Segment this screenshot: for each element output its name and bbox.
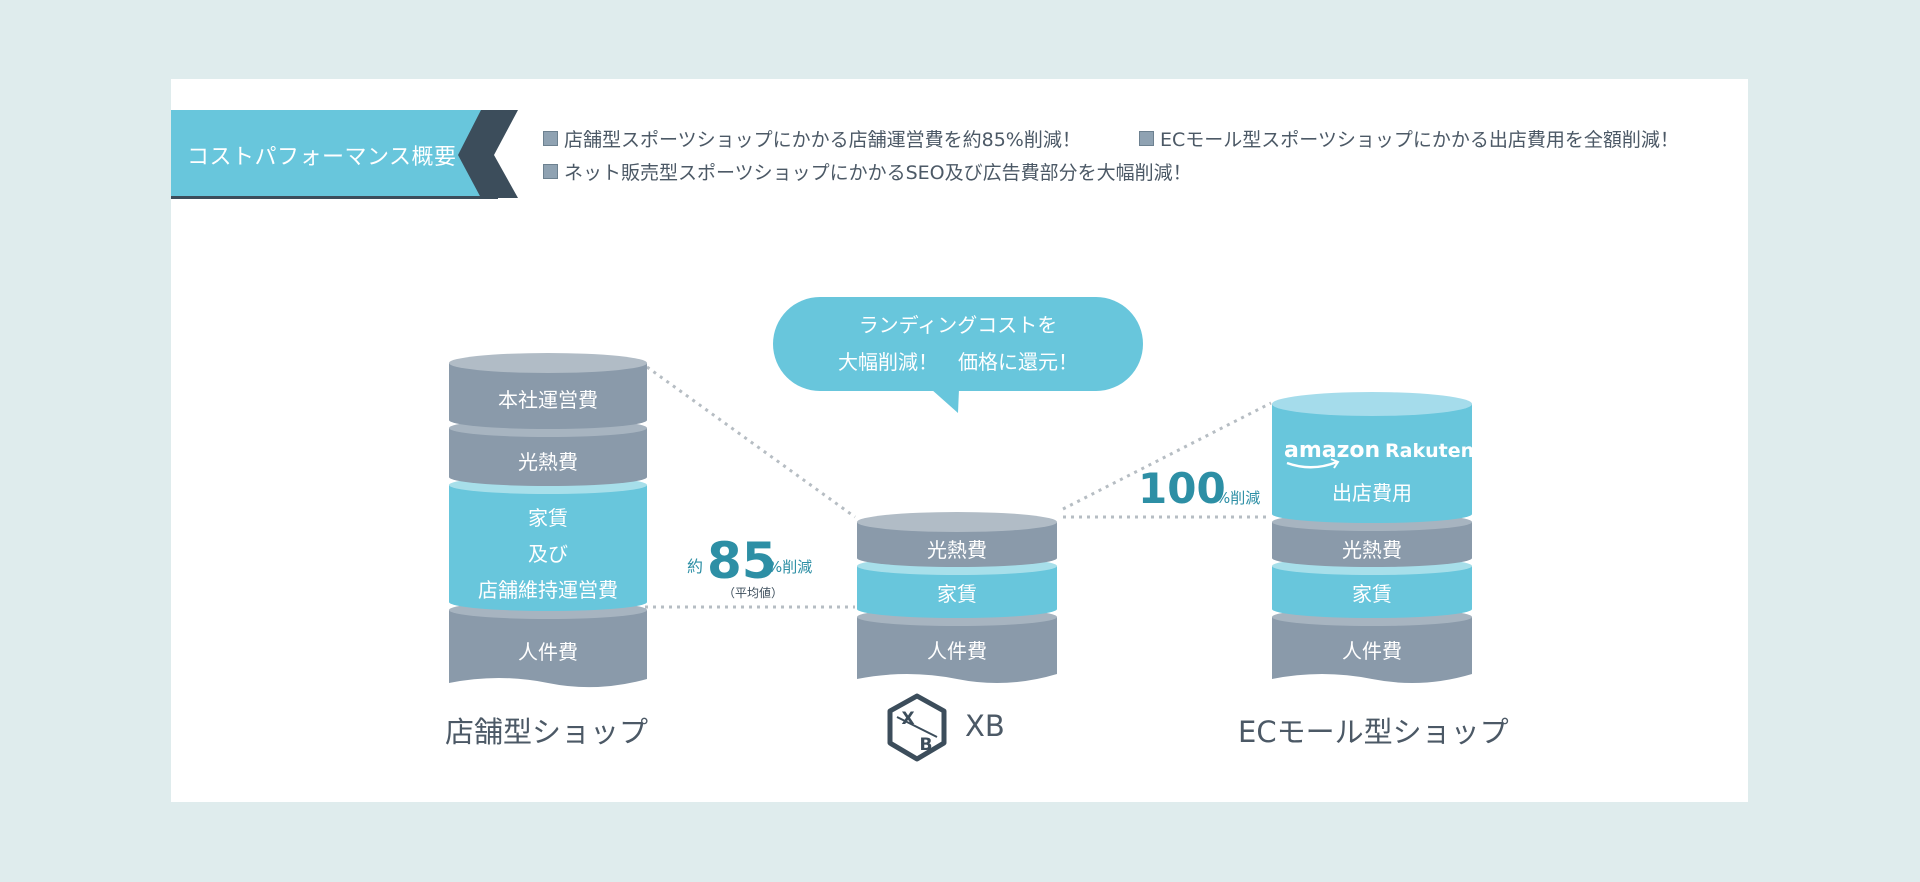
connector-lines bbox=[645, 365, 1272, 609]
bullet-text: ECモール型スポーツショップにかかる出店費用を全額削減！ bbox=[1160, 129, 1679, 151]
layer-label: 家賃 bbox=[528, 506, 568, 530]
square-bullet-icon bbox=[543, 131, 558, 146]
store-stack: 本社運営費 光熱費 家賃 及び 店舗維持運営費 人件費 bbox=[449, 353, 647, 688]
stat-unit: %削減 bbox=[1216, 489, 1260, 507]
banner-title: コストパフォーマンス概要 bbox=[187, 145, 457, 170]
layer-label: 家賃 bbox=[1352, 582, 1392, 606]
bullet-item: ネット販売型スポーツショップにかかるSEO及び広告費部分を大幅削減！ bbox=[543, 158, 1192, 185]
square-bullet-icon bbox=[1139, 131, 1154, 146]
stat-unit: %削減 bbox=[768, 558, 812, 576]
logo-letter: X bbox=[901, 709, 914, 729]
rakuten-logo: Rakuten bbox=[1385, 440, 1474, 462]
layer-label: 人件費 bbox=[927, 639, 987, 663]
layer-label: 出店費用 bbox=[1332, 481, 1412, 505]
stat-note: （平均値） bbox=[723, 585, 783, 600]
layer-label: 光熱費 bbox=[1342, 538, 1402, 562]
amazon-smile-icon bbox=[1286, 460, 1338, 469]
xb-label: XB bbox=[965, 709, 1005, 743]
stat-number: 85 bbox=[707, 532, 777, 590]
layer-labor bbox=[449, 610, 647, 688]
banner-shape bbox=[171, 110, 518, 199]
layer-label: 人件費 bbox=[518, 640, 578, 664]
layer-label: 光熱費 bbox=[927, 538, 987, 562]
bubble-line-1: ランディングコストを bbox=[859, 313, 1058, 337]
section-banner: コストパフォーマンス概要 bbox=[171, 110, 518, 200]
logo-letter: B bbox=[920, 735, 933, 755]
store-shop-label: 店舗型ショップ bbox=[445, 715, 649, 749]
connector-line bbox=[646, 365, 856, 519]
bullet-text: ネット販売型スポーツショップにかかるSEO及び広告費部分を大幅削減！ bbox=[564, 162, 1192, 184]
connector-line bbox=[1062, 401, 1272, 511]
layer-labor bbox=[1272, 617, 1472, 683]
content-card: コストパフォーマンス概要 店舗型スポーツショップにかかる店舗運営費を約85%削減… bbox=[171, 79, 1748, 802]
layer-labor bbox=[857, 617, 1057, 683]
stat-number: 100 bbox=[1138, 464, 1226, 513]
stat-100: 100 %削減 bbox=[1138, 464, 1260, 513]
layer-label: 家賃 bbox=[937, 582, 977, 606]
layer-rent bbox=[449, 485, 647, 602]
speech-bubble: ランディングコストを 大幅削減！ 価格に還元！ bbox=[773, 297, 1143, 413]
layer-label: 人件費 bbox=[1342, 639, 1402, 663]
stat-prefix: 約 bbox=[687, 557, 703, 576]
layer-store-fee bbox=[1272, 404, 1472, 514]
ec-shop-label: ECモール型ショップ bbox=[1238, 715, 1509, 749]
xb-logo-icon: X B bbox=[887, 693, 947, 762]
layer-label: 本社運営費 bbox=[498, 388, 598, 412]
ec-stack: amazon Rakuten 出店費用 光熱費 家賃 人件費 bbox=[1272, 392, 1474, 683]
bubble-line-2: 大幅削減！ 価格に還元！ bbox=[838, 350, 1078, 374]
bullet-text: 店舗型スポーツショップにかかる店舗運営費を約85%削減！ bbox=[564, 129, 1081, 151]
layer-label: 光熱費 bbox=[518, 450, 578, 474]
layer-label: 店舗維持運営費 bbox=[478, 578, 618, 602]
stat-85: 約 85 %削減 （平均値） bbox=[687, 532, 812, 600]
xb-stack: 光熱費 家賃 人件費 bbox=[857, 512, 1057, 683]
layer-label: 及び bbox=[528, 542, 568, 566]
cost-diagram: ランディングコストを 大幅削減！ 価格に還元！ 本社運営費 光熱費 家賃 及び … bbox=[449, 297, 1474, 762]
bullet-item: ECモール型スポーツショップにかかる出店費用を全額削減！ bbox=[1139, 125, 1679, 152]
square-bullet-icon bbox=[543, 164, 558, 179]
bullet-item: 店舗型スポーツショップにかかる店舗運営費を約85%削減！ bbox=[543, 125, 1081, 152]
